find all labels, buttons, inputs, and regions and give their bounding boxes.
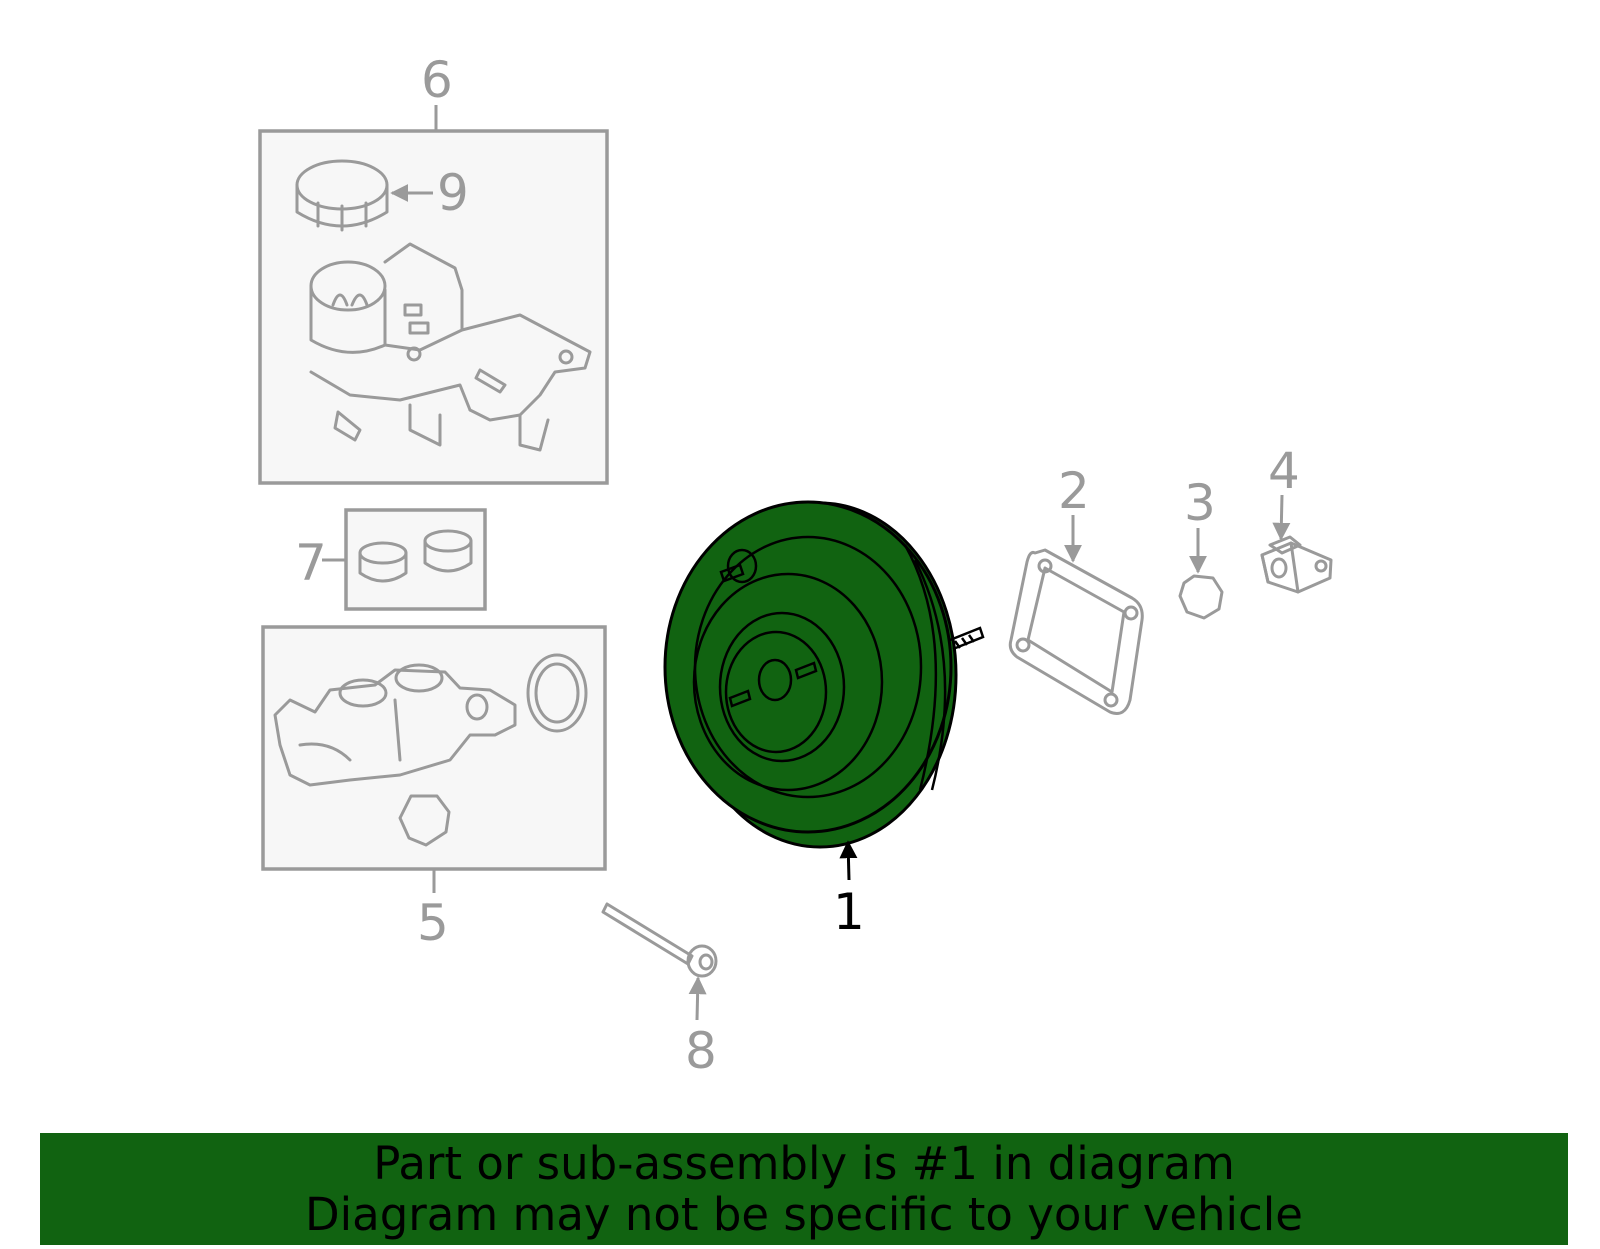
callout-6: 6: [421, 51, 453, 109]
brake-booster[interactable]: [663, 500, 985, 849]
reservoir-assembly-box[interactable]: [258, 105, 609, 485]
bracket-clip[interactable]: [1260, 535, 1333, 594]
grommet-left[interactable]: [358, 541, 408, 583]
grommet-right[interactable]: [423, 529, 473, 573]
callout-5: 5: [417, 894, 449, 952]
banner-line-2: Diagram may not be specific to your vehi…: [305, 1188, 1303, 1241]
master-cylinder-box[interactable]: [261, 625, 607, 893]
callout-8: 8: [685, 1022, 717, 1080]
banner-line-1: Part or sub-assembly is #1 in diagram: [373, 1137, 1235, 1190]
callout-9: 9: [437, 164, 469, 222]
callout-7: 7: [295, 534, 327, 592]
info-banner: Part or sub-assembly is #1 in diagram Di…: [40, 1133, 1568, 1245]
master-cylinder-body[interactable]: [273, 663, 517, 787]
callout-3: 3: [1184, 474, 1216, 532]
callout-4: 4: [1268, 442, 1300, 500]
booster-nut[interactable]: [1178, 574, 1224, 620]
callout-2: 2: [1058, 462, 1090, 520]
grommet-box[interactable]: [322, 508, 487, 611]
reservoir-cap[interactable]: [295, 159, 389, 232]
seal[interactable]: [398, 794, 451, 847]
callout-1: 1: [833, 883, 865, 941]
o-ring[interactable]: [526, 653, 588, 733]
pin[interactable]: [601, 902, 718, 978]
booster-gasket[interactable]: [1008, 548, 1144, 715]
reservoir-body[interactable]: [309, 242, 592, 452]
